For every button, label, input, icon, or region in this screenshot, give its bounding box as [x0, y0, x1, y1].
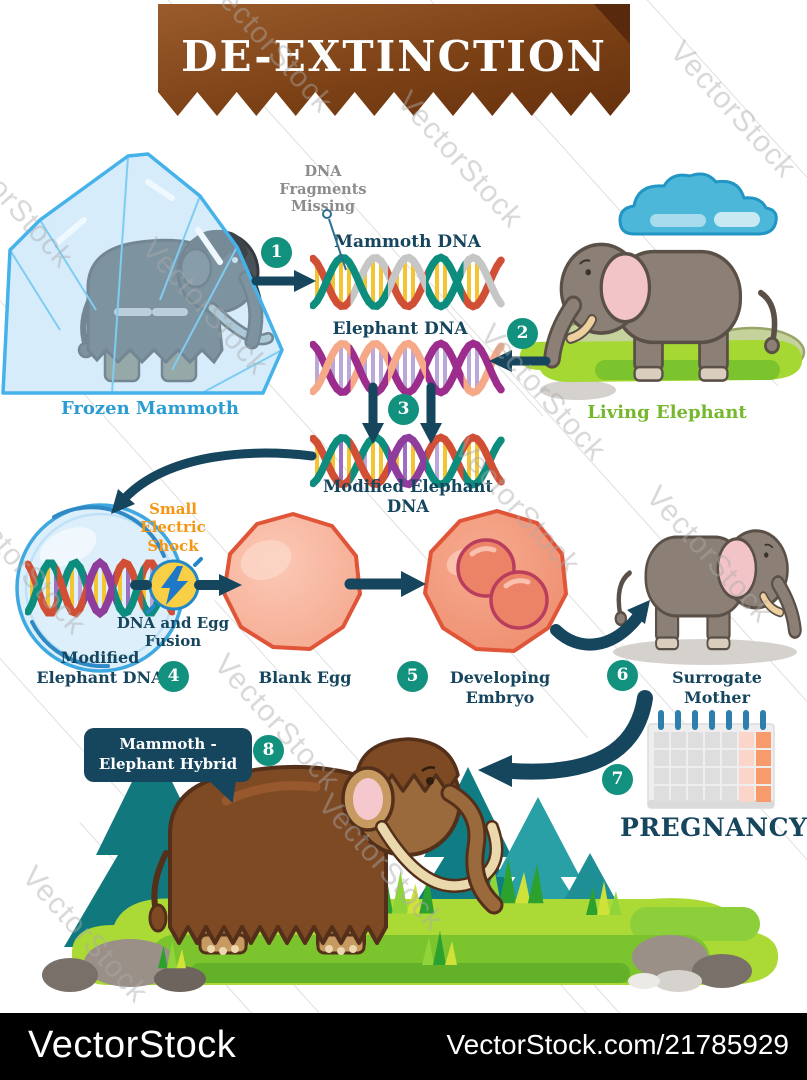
grass-tuft [158, 941, 186, 969]
dna-egg-fusion-label: DNA and Egg Fusion [116, 614, 230, 651]
ice-facets [9, 155, 283, 394]
surrogate-mother-illustration [585, 495, 807, 670]
cloud-icon [612, 170, 782, 242]
blank-egg-label: Blank Egg [258, 668, 352, 687]
title-banner: DE-EXTINCTION [158, 4, 630, 122]
calendar-pins [658, 710, 766, 730]
pregnancy-label: PREGNANCY [620, 813, 807, 842]
electric-shock-icon [146, 556, 204, 614]
footer-brand: VectorStock [28, 1024, 237, 1066]
hybrid-label: Mammoth - Elephant Hybrid [98, 735, 238, 773]
step-badge-6: 6 [607, 660, 638, 691]
lightning-bolt [161, 566, 188, 605]
grass-tuft [586, 881, 621, 915]
step-badge-5: 5 [397, 661, 428, 692]
frozen-mammoth-label: Frozen Mammoth [60, 398, 240, 419]
mammoth-eye [426, 777, 434, 785]
living-elephant-illustration [500, 240, 807, 405]
step-badge-8: 8 [253, 735, 284, 766]
watermark-text: VectorStock [663, 35, 803, 185]
mammoth-dna-label: Mammoth DNA [334, 232, 481, 252]
ribbon-fold [594, 4, 630, 44]
modified-dna-cell-label: Modified Elephant DNA [36, 648, 164, 687]
egg-cell [222, 512, 362, 651]
step-badge-4: 4 [158, 661, 189, 692]
modified-dna-cell-illustration [12, 500, 188, 676]
frozen-mammoth-illustration [0, 150, 300, 400]
elephant-dna-label: Elephant DNA [332, 319, 468, 339]
step-badge-3: 3 [388, 394, 419, 425]
rocks [42, 935, 752, 992]
modified-elephant-dna-helix [309, 432, 506, 490]
surrogate-mother-label: Surrogate Mother [672, 668, 762, 707]
surrogate-elephant-figure [616, 531, 795, 649]
footer-credit: VectorStock.com/21785929 [446, 1029, 789, 1060]
modified-elephant-dna-label: Modified Elephant DNA [322, 477, 494, 517]
blank-egg-illustration [214, 508, 372, 660]
title-banner-ribbon [158, 4, 630, 116]
pregnancy-calendar-icon [645, 710, 777, 812]
dna-fragments-missing-label: DNA Fragments Missing [279, 163, 367, 216]
ice-glints [55, 179, 223, 265]
page-title: DE-EXTINCTION [181, 32, 607, 81]
small-electric-shock-label: Small Electric Shock [140, 500, 206, 555]
step-badge-1: 1 [261, 237, 292, 268]
hybrid-speech-bubble: Mammoth - Elephant Hybrid [84, 728, 252, 803]
mammoth-ear [179, 247, 213, 289]
living-elephant-label: Living Elephant [587, 402, 747, 423]
calendar-grid [654, 732, 771, 802]
elephant-dna-helix [309, 338, 506, 398]
grass-tuft [422, 931, 457, 965]
developing-embryo-illustration [416, 506, 578, 664]
developing-embryo-label: Developing Embryo [449, 668, 551, 707]
hybrid-mammoth-figure [148, 737, 504, 955]
mammoth-eye [232, 257, 238, 263]
footer-bar: VectorStock VectorStock.com/21785929 [0, 1013, 807, 1080]
hybrid-mammoth-illustration [30, 735, 790, 1010]
arrow-to-cell [120, 448, 317, 503]
mammoth-dna-helix [309, 252, 506, 312]
step-badge-2: 2 [507, 318, 538, 349]
